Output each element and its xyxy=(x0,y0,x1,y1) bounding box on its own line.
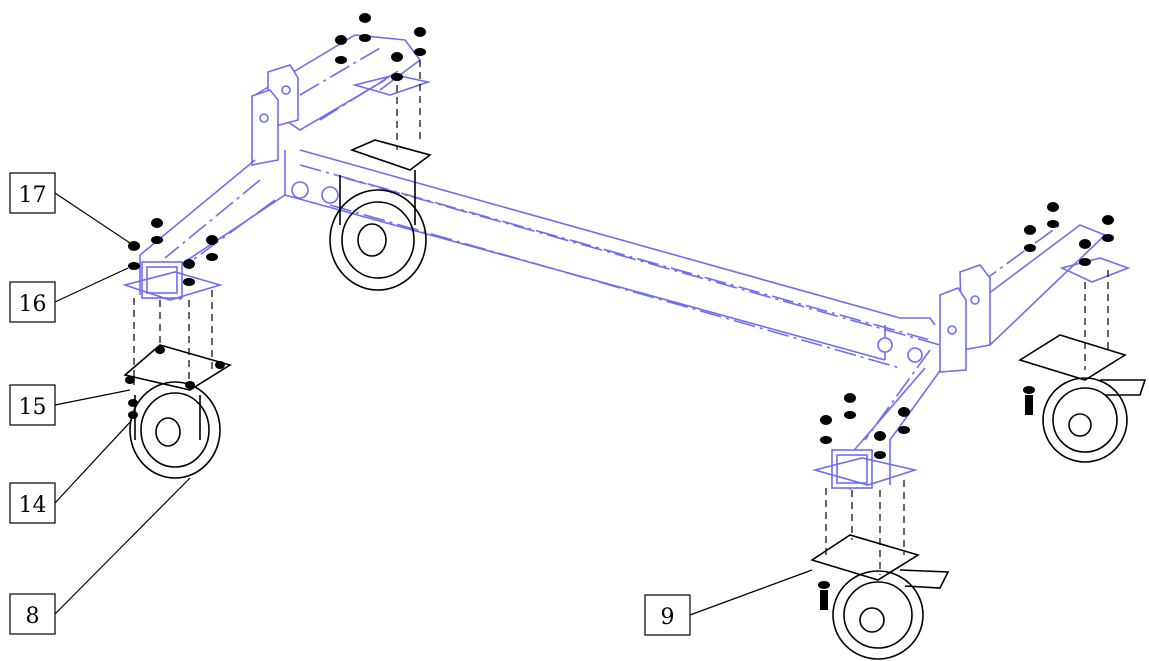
callout-8-label: 8 xyxy=(26,604,40,629)
caster-front-right xyxy=(810,534,950,660)
caster-back xyxy=(329,139,432,291)
caster-back-right xyxy=(1018,334,1147,463)
fastener-stack-back xyxy=(335,13,426,150)
callout-14: 14 xyxy=(9,482,56,524)
fastener-stacks xyxy=(128,13,1114,575)
callout-14-label: 14 xyxy=(19,493,47,518)
callout-17: 17 xyxy=(9,172,56,214)
fastener-stack-back-right xyxy=(1024,202,1114,370)
cross-beam xyxy=(284,149,941,369)
leader-9 xyxy=(689,569,813,616)
fastener-stack-front-left xyxy=(128,218,218,385)
caster-front-left xyxy=(123,344,232,479)
callouts: 17 16 15 14 8 9 xyxy=(9,172,813,636)
leader-14 xyxy=(54,419,133,504)
leader-16 xyxy=(54,267,129,303)
right-arm xyxy=(811,224,1131,490)
front-left-arm xyxy=(122,159,339,301)
fastener-stack-front-right xyxy=(820,393,910,575)
leader-8 xyxy=(54,477,191,615)
leader-17 xyxy=(54,192,131,244)
back-left-arm xyxy=(251,34,432,166)
callout-17-label: 17 xyxy=(19,183,47,208)
callout-9: 9 xyxy=(644,594,691,636)
callout-16-label: 16 xyxy=(19,292,47,317)
callout-15-label: 15 xyxy=(19,395,47,420)
frame-assembly xyxy=(122,34,1131,490)
leader-15 xyxy=(54,389,131,406)
callout-15: 15 xyxy=(9,384,56,426)
callout-8: 8 xyxy=(9,593,56,635)
callout-16: 16 xyxy=(9,281,56,323)
callout-9-label: 9 xyxy=(661,605,675,630)
